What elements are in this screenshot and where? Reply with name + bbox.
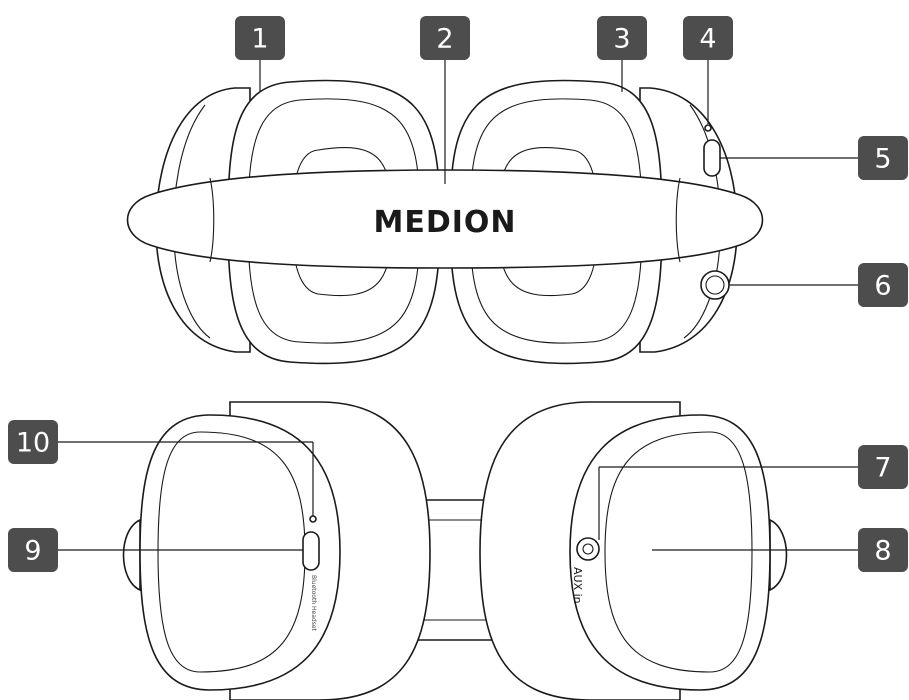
callout-9: 9 bbox=[8, 528, 58, 572]
left-earcup-side bbox=[139, 414, 341, 691]
aux-label: AUX in bbox=[571, 567, 584, 604]
headphone-bottom-view: Bluetooth Headset AUX in bbox=[122, 401, 788, 700]
led-indicator-top bbox=[704, 124, 712, 132]
svg-text:8: 8 bbox=[874, 536, 891, 567]
svg-text:6: 6 bbox=[874, 271, 891, 302]
callout-1: 1 bbox=[235, 16, 285, 60]
power-button bbox=[703, 139, 721, 177]
callout-2: 2 bbox=[420, 16, 470, 60]
mode-button bbox=[302, 531, 320, 571]
svg-text:2: 2 bbox=[436, 24, 453, 55]
callout-5: 5 bbox=[858, 136, 908, 180]
leader-lines bbox=[58, 60, 858, 551]
svg-text:9: 9 bbox=[24, 536, 41, 567]
callout-7: 7 bbox=[858, 445, 908, 489]
callout-6: 6 bbox=[858, 263, 908, 307]
callout-10: 10 bbox=[8, 420, 58, 464]
svg-text:4: 4 bbox=[699, 24, 716, 55]
svg-text:1: 1 bbox=[251, 24, 268, 55]
headphone-top-view: MEDION bbox=[126, 79, 764, 365]
volume-wheel bbox=[700, 270, 730, 300]
callout-3: 3 bbox=[597, 16, 647, 60]
small-print: Bluetooth Headset bbox=[310, 575, 317, 632]
svg-text:3: 3 bbox=[613, 24, 630, 55]
callout-4: 4 bbox=[683, 16, 733, 60]
led-indicator-bottom bbox=[309, 515, 317, 523]
svg-text:10: 10 bbox=[16, 428, 50, 459]
svg-text:5: 5 bbox=[874, 144, 891, 175]
right-earcup-side bbox=[569, 414, 771, 691]
callout-8: 8 bbox=[858, 528, 908, 572]
svg-text:7: 7 bbox=[874, 453, 891, 484]
brand-logo: MEDION bbox=[373, 205, 516, 240]
aux-port bbox=[576, 537, 600, 561]
headband bbox=[126, 169, 764, 269]
